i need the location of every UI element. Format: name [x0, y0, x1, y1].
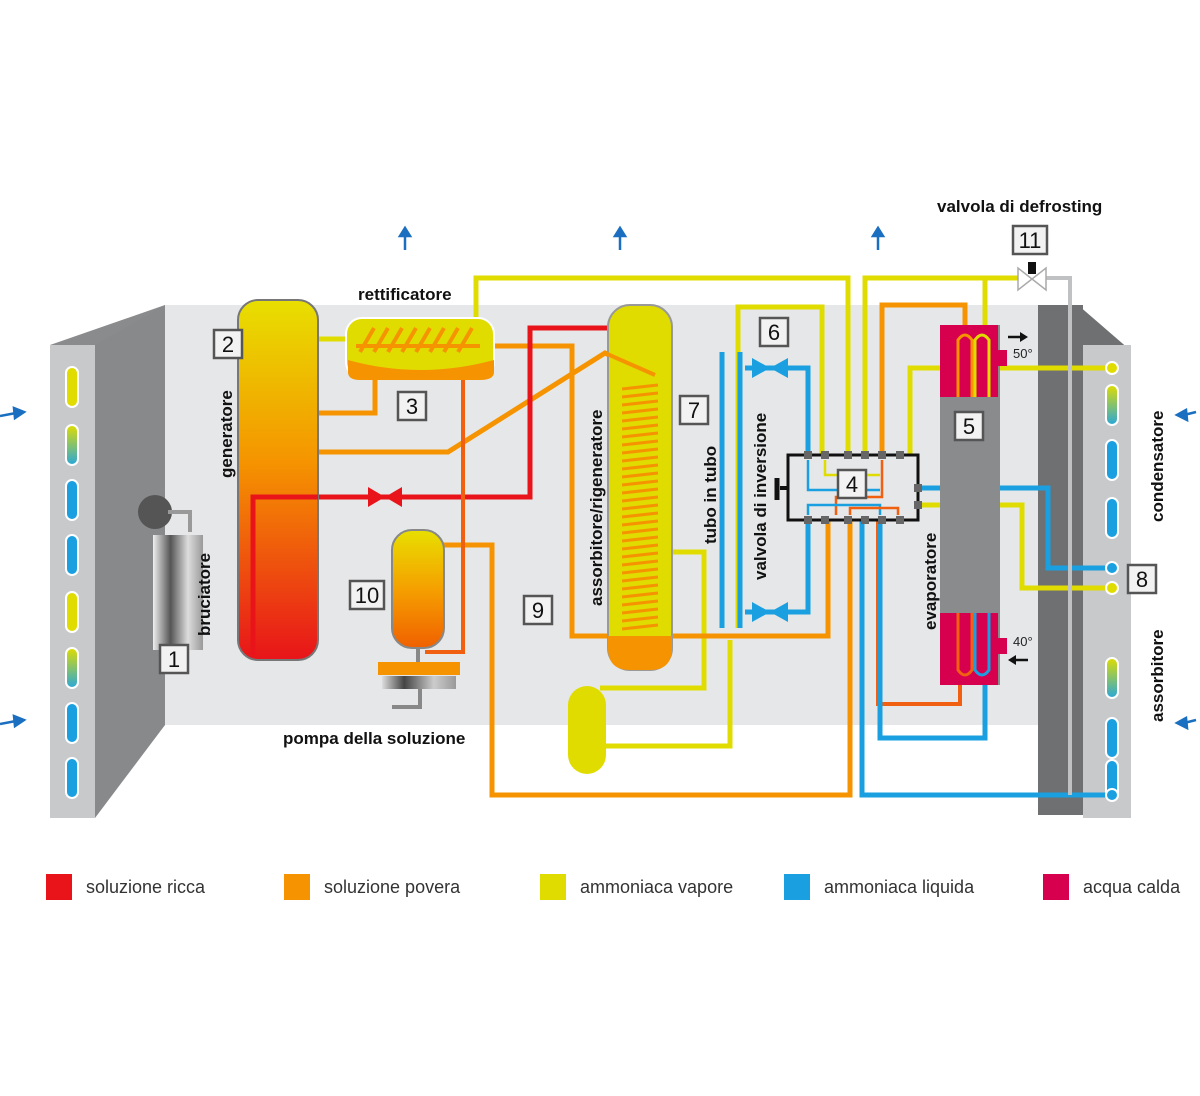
arrow-left-icon	[1174, 407, 1197, 423]
label-rettificatore: rettificatore	[358, 285, 452, 304]
legend-swatch-yellow	[540, 874, 566, 900]
arrow-up-icon	[397, 225, 413, 250]
defrost-valve-icon	[1017, 262, 1047, 292]
component-number-badge: 2	[212, 328, 244, 360]
component-number-badge: 9	[522, 594, 554, 626]
legend-item: soluzione ricca	[46, 874, 205, 900]
component-number: 9	[532, 598, 544, 623]
label-condensatore: condensatore	[1148, 411, 1167, 522]
legend-item: ammoniaca liquida	[784, 874, 974, 900]
solution-pump	[378, 529, 460, 709]
label-assorbitore-rigeneratore: assorbitore/rigeneratore	[587, 409, 606, 606]
absorber-regenerator-column	[604, 304, 673, 671]
component-number-badge: 1	[158, 643, 190, 675]
label-temp-out: 50°	[1013, 346, 1033, 361]
legend-swatch-crimson	[1043, 874, 1069, 900]
label-generatore: generatore	[217, 390, 236, 478]
hot-water-in-arrow-icon	[1008, 655, 1028, 665]
coil-tube	[1105, 717, 1119, 759]
legend-label: soluzione povera	[324, 876, 461, 897]
airflow-arrows	[0, 225, 1197, 731]
legend-label: ammoniaca vapore	[580, 876, 734, 897]
legend-label: soluzione ricca	[86, 876, 206, 897]
component-number: 11	[1019, 228, 1042, 253]
component-number: 7	[688, 398, 700, 423]
component-number-badge: 10	[348, 579, 386, 611]
label-valvola-inversione: valvola di inversione	[751, 413, 770, 580]
pipes-soluzione-povera	[318, 302, 968, 798]
arrow-up-icon	[870, 225, 886, 250]
label-tubo-in-tubo: tubo in tubo	[701, 446, 720, 544]
label-temp-in: 40°	[1013, 634, 1033, 649]
coil-tube	[65, 366, 79, 408]
legend-item: soluzione povera	[284, 874, 460, 900]
valve-icon	[752, 358, 788, 622]
liquid-receiver	[568, 686, 606, 774]
pipes-defrosting	[1040, 276, 1072, 795]
right-coil-tubes	[1105, 384, 1119, 801]
legend: soluzione ricca soluzione povera ammonia…	[0, 874, 1200, 904]
coil-tube	[65, 534, 79, 576]
coil-tube	[65, 702, 79, 744]
legend-label: acqua calda	[1083, 876, 1181, 897]
coil-tube	[65, 424, 79, 466]
coil-tube	[1105, 439, 1119, 481]
legend-label: ammoniaca liquida	[824, 876, 975, 897]
component-number: 3	[406, 394, 418, 419]
label-pompa-soluzione: pompa della soluzione	[283, 729, 465, 748]
component-number-badge: 5	[953, 410, 985, 442]
component-number-badge: 6	[758, 316, 790, 348]
component-number: 5	[963, 414, 975, 439]
component-number: 2	[222, 332, 234, 357]
coil-tube	[65, 479, 79, 521]
arrow-right-icon	[0, 406, 27, 421]
coil-tube	[1105, 384, 1119, 426]
arrow-left-icon	[1174, 715, 1197, 731]
label-bruciatore: bruciatore	[195, 553, 214, 636]
hot-water-exchanger	[940, 325, 1007, 685]
label-assorbitore: assorbitore	[1148, 629, 1167, 722]
legend-swatch-red	[46, 874, 72, 900]
label-valvola-defrosting: valvola di defrosting	[937, 197, 1102, 216]
burner	[138, 495, 203, 650]
coil-tube	[65, 591, 79, 633]
coil-tube	[1105, 497, 1119, 539]
component-number: 6	[768, 320, 780, 345]
component-number-badge: 8	[1126, 563, 1158, 595]
legend-swatch-orange	[284, 874, 310, 900]
legend-item: acqua calda	[1043, 874, 1180, 900]
arrow-right-icon	[0, 714, 27, 729]
rectifier	[345, 317, 495, 380]
coil-connection-dots	[1105, 361, 1119, 802]
component-number-badge: 11	[1011, 224, 1049, 256]
component-number: 10	[355, 583, 379, 608]
coil-tube	[65, 647, 79, 689]
component-number: 1	[168, 647, 180, 672]
component-number-badge: 7	[678, 394, 710, 426]
legend-item: ammoniaca vapore	[540, 874, 733, 900]
hot-water-out-arrow-icon	[1008, 332, 1028, 342]
component-number-badge: 3	[396, 390, 428, 422]
component-number: 8	[1136, 567, 1148, 592]
expansion-valve-icon	[368, 487, 402, 507]
component-number: 4	[846, 472, 858, 497]
left-coil-tubes	[65, 366, 79, 799]
coil-tube	[65, 757, 79, 799]
label-evaporatore: evaporatore	[921, 533, 940, 630]
arrow-up-icon	[612, 225, 628, 250]
legend-swatch-blue	[784, 874, 810, 900]
coil-tube	[1105, 657, 1119, 699]
component-number-badge: 4	[836, 468, 868, 500]
generator-column	[237, 299, 319, 661]
